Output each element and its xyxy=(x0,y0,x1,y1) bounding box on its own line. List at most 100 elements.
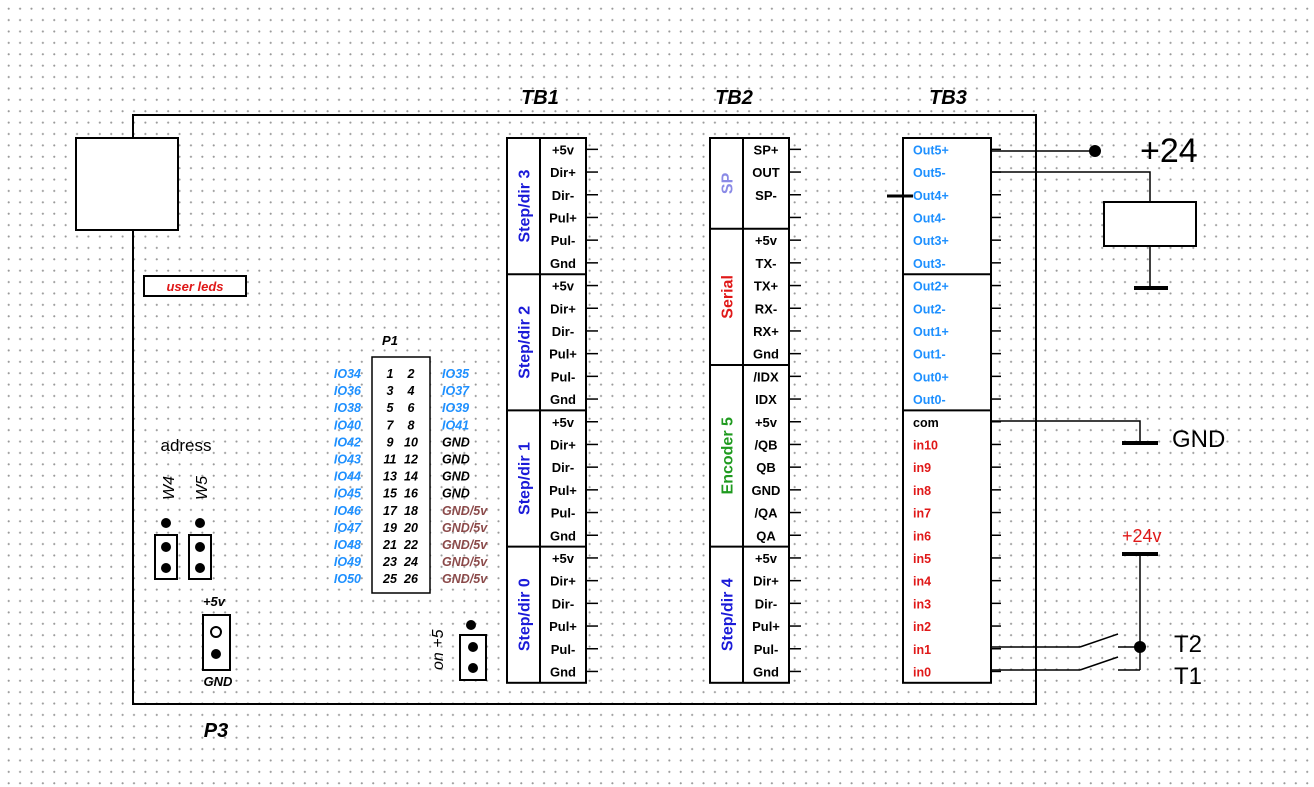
p1-left-label: IO38 xyxy=(334,401,361,415)
board-connector-block xyxy=(75,137,179,231)
p1-pin-number: 8 xyxy=(408,418,415,432)
tb1-pin-label: Pul- xyxy=(551,369,576,384)
p1-right-label: GND/5v xyxy=(442,538,488,552)
p1-right-label: GND xyxy=(442,487,470,501)
tb3-pin-label: Out3- xyxy=(913,257,946,271)
jumper-icon[interactable] xyxy=(154,518,178,580)
p1-right-label: GND xyxy=(442,470,470,484)
tb2-pin-label: Pul- xyxy=(754,642,779,657)
tb3-pin-label: Out0- xyxy=(913,393,946,407)
p1-pin-number: 24 xyxy=(403,555,418,569)
board-outline xyxy=(132,114,1037,705)
p1-pin-number: 16 xyxy=(404,487,419,501)
p1-pin-number: 25 xyxy=(382,572,398,586)
tb2-pin-label: OUT xyxy=(752,165,780,180)
tb1-pin-label: Pul+ xyxy=(549,483,577,498)
p1-left-label: IO34 xyxy=(334,367,361,381)
tb1-pin-label: Dir- xyxy=(552,596,574,611)
tb3-pin-label: in6 xyxy=(913,529,931,543)
tb3-pin-label: Out5+ xyxy=(913,143,949,157)
tb2-pin-label: QB xyxy=(756,460,776,475)
jumper-icon[interactable] xyxy=(202,614,231,671)
tb3-pin-label: in2 xyxy=(913,620,931,634)
tb1-pin-label: Dir+ xyxy=(550,574,576,589)
p1-left-label: IO43 xyxy=(334,453,361,467)
p1-left-label: IO47 xyxy=(334,521,362,535)
tb1-pin-label: Gnd xyxy=(550,664,576,679)
tb3-pin-label: Out0+ xyxy=(913,370,949,384)
tb1-pin-label: Pul+ xyxy=(549,210,577,225)
tb3-pin-label: Out3+ xyxy=(913,234,949,248)
tb3-pin-label: Out1+ xyxy=(913,325,949,339)
tb3-pin-label: Out1- xyxy=(913,348,946,362)
tb2-pin-label: +5v xyxy=(755,551,778,566)
plus24v-label: +24v xyxy=(1122,526,1162,546)
tb3-pin-label: in0 xyxy=(913,665,931,679)
plus5v-label: +5v xyxy=(203,594,226,609)
tb1-header: TB1 xyxy=(521,87,559,109)
tb1-pin-label: Dir+ xyxy=(550,165,576,180)
p1-right-label: IO35 xyxy=(442,367,470,381)
p1-right-label: GND xyxy=(442,435,470,449)
tb1-group-label: Step/dir 3 xyxy=(517,170,534,243)
plus24-label: +24 xyxy=(1140,132,1198,170)
tb3-pin-label: in4 xyxy=(913,575,931,589)
junction-node xyxy=(1089,145,1101,157)
tb1-pin-label: +5v xyxy=(552,415,575,430)
p1-pin-number: 14 xyxy=(404,470,418,484)
tb1-group-label: Step/dir 1 xyxy=(517,442,534,515)
tb3-pin-label: Out5- xyxy=(913,166,946,180)
tb2-pin-label: +5v xyxy=(755,233,778,248)
p1-left-label: IO46 xyxy=(334,504,362,518)
p1-pin-number: 11 xyxy=(384,453,397,467)
w4-label: W4 xyxy=(161,476,178,500)
tb2-pin-label: QA xyxy=(756,528,776,543)
tb3-pin-label: in3 xyxy=(913,597,931,611)
tb2-pin-label: SP+ xyxy=(754,142,779,157)
tb2-pin-label: Pul+ xyxy=(752,619,780,634)
tb1-pin-label: Pul- xyxy=(551,506,576,521)
user-leds-box xyxy=(143,275,247,297)
tb3-pin-label: in10 xyxy=(913,438,938,452)
p1-left-label: IO48 xyxy=(334,538,361,552)
tb2-pin-label: RX+ xyxy=(753,324,779,339)
tb3-header: TB3 xyxy=(929,87,967,109)
tb3-pin-label: in1 xyxy=(913,643,931,657)
tb1-pin-label: Dir- xyxy=(552,188,574,203)
tb2-group-label: Serial xyxy=(720,275,737,319)
junction-node xyxy=(1134,641,1146,653)
p1-pin-number: 9 xyxy=(387,435,394,449)
tb1-pin-label: +5v xyxy=(552,142,575,157)
t2-label: T2 xyxy=(1174,631,1202,658)
tb3-pin-label: in9 xyxy=(913,461,931,475)
p1-right-label: IO37 xyxy=(442,384,470,398)
tb2-pin-label: +5v xyxy=(755,415,778,430)
tb3-pin-label: Out4- xyxy=(913,211,946,225)
p1-pin-number: 20 xyxy=(403,521,418,535)
tb3-pin-label: in7 xyxy=(913,507,931,521)
on5-label: on +5 xyxy=(430,629,447,670)
tb1-pin-label: Dir- xyxy=(552,324,574,339)
external-wiring xyxy=(887,150,1151,671)
tb1-pin-label: Dir+ xyxy=(550,437,576,452)
p1-pin-number: 18 xyxy=(404,504,418,518)
p1-pin-number: 19 xyxy=(383,521,397,535)
tb2-pin-label: Gnd xyxy=(753,664,779,679)
jumper-icon[interactable] xyxy=(188,518,212,580)
p1-left-label: IO44 xyxy=(334,470,361,484)
tb2-pin-label: Dir+ xyxy=(753,574,779,589)
tb1-pin-label: Pul+ xyxy=(549,619,577,634)
tb1-pin-label: Dir+ xyxy=(550,301,576,316)
jumper-icon[interactable] xyxy=(459,620,487,681)
p1-left-label: IO42 xyxy=(334,435,361,449)
tb3-pin-label: in8 xyxy=(913,484,931,498)
p1-right-label: IO41 xyxy=(442,418,469,432)
p1-pin-number: 7 xyxy=(387,418,395,432)
tb2-header: TB2 xyxy=(715,87,753,109)
tb1-pin-label: Pul- xyxy=(551,642,576,657)
p1-left-label: IO45 xyxy=(334,487,362,501)
t1-label: T1 xyxy=(1174,663,1202,690)
tb1-group-label: Step/dir 0 xyxy=(517,578,534,651)
p1-pin-number: 1 xyxy=(387,367,394,381)
gnd-external-label: GND xyxy=(1172,426,1225,453)
